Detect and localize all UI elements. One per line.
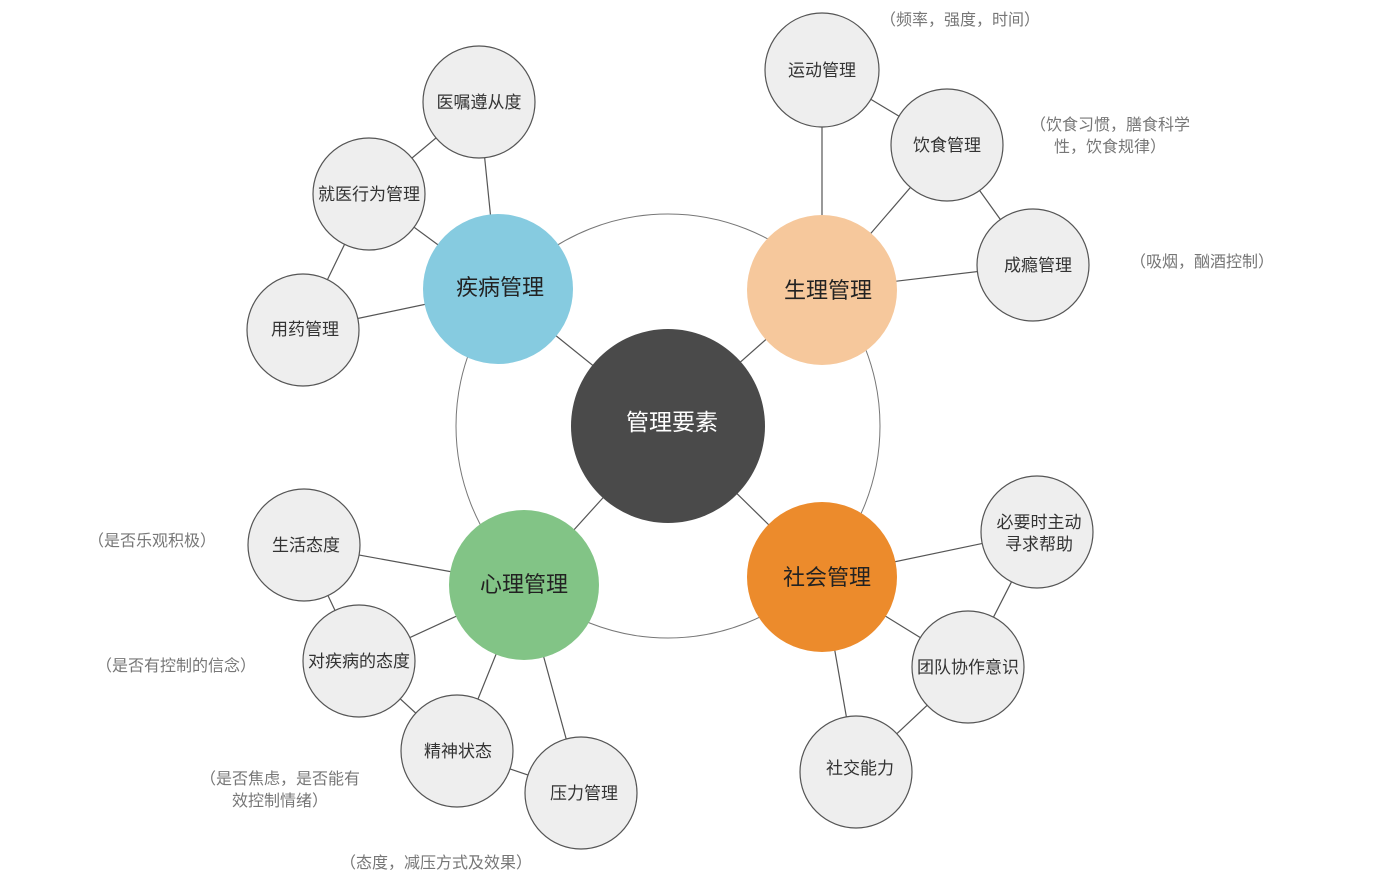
svg-text:社会管理: 社会管理: [783, 566, 871, 591]
svg-text:生活态度: 生活态度: [272, 536, 340, 556]
leaf-teamwork: 团队协作意识: [911, 610, 1025, 724]
leaf-medication: 用药管理: [246, 273, 360, 387]
category-physiological-circle: [747, 215, 897, 365]
note-diet: （饮食习惯，膳食科学 性，饮食规律）: [1030, 114, 1190, 158]
svg-text:心理管理: 心理管理: [480, 573, 568, 598]
leaf-mental-state: 精神状态: [400, 694, 514, 808]
note-addiction: （吸烟，酗酒控制）: [1130, 252, 1275, 271]
svg-text:寻求帮助: 寻求帮助: [1005, 535, 1073, 555]
note-mental-line-1: （是否焦虑，是否能有: [200, 769, 361, 788]
category-physiological: 生理管理: [747, 215, 897, 365]
svg-text:对疾病的态度: 对疾病的态度: [308, 652, 410, 672]
svg-text:饮食管理: 饮食管理: [913, 136, 981, 156]
svg-text:用药管理: 用药管理: [271, 320, 339, 340]
note-mental-state: （是否焦虑，是否能有 效控制情绪）: [200, 768, 360, 812]
svg-text:团队协作意识: 团队协作意识: [917, 658, 1019, 678]
leaf-diet: 饮食管理: [890, 88, 1004, 202]
leaf-seek-help: 必要时主动 寻求帮助: [980, 475, 1094, 589]
leaf-disease-attitude: 对疾病的态度: [302, 604, 416, 718]
leaf-social-skill: 社交能力: [799, 715, 913, 829]
note-mental-line-2: 效控制情绪）: [232, 791, 329, 810]
leaf-addiction: 成瘾管理: [976, 208, 1090, 322]
svg-text:运动管理: 运动管理: [788, 61, 856, 81]
note-exercise: （频率，强度，时间）: [880, 10, 1041, 29]
note-diet-line-1: （饮食习惯，膳食科学: [1030, 115, 1191, 134]
leaf-medical-compliance: 医嘱遵从度: [422, 45, 536, 159]
note-stress: （态度，减压方式及效果）: [340, 853, 533, 872]
leaf-medical-behavior: 就医行为管理: [312, 137, 426, 251]
svg-text:管理要素: 管理要素: [626, 410, 718, 436]
svg-text:必要时主动: 必要时主动: [997, 513, 1082, 533]
svg-text:医嘱遵从度: 医嘱遵从度: [437, 93, 522, 113]
svg-text:疾病管理: 疾病管理: [456, 276, 544, 301]
category-social-circle: [747, 502, 897, 652]
svg-text:压力管理: 压力管理: [550, 784, 618, 804]
svg-text:成瘾管理: 成瘾管理: [1004, 256, 1072, 276]
category-disease-circle: [423, 214, 573, 364]
leaf-exercise: 运动管理: [764, 12, 880, 128]
leaf-stress: 压力管理: [524, 736, 638, 850]
category-disease: 疾病管理: [423, 214, 573, 364]
svg-text:就医行为管理: 就医行为管理: [318, 185, 420, 205]
note-disease-attitude: （是否有控制的信念）: [96, 656, 257, 675]
svg-text:社交能力: 社交能力: [826, 759, 894, 779]
center-node: 管理要素: [571, 329, 765, 523]
svg-text:生理管理: 生理管理: [784, 279, 872, 304]
category-psychological-circle: [449, 510, 599, 660]
note-diet-line-2: 性，饮食规律）: [1054, 137, 1167, 156]
leaf-life-attitude: 生活态度: [247, 488, 361, 602]
center-circle: [571, 329, 765, 523]
category-social: 社会管理: [747, 502, 897, 652]
category-psychological: 心理管理: [449, 510, 599, 660]
svg-text:精神状态: 精神状态: [424, 742, 492, 762]
note-life-attitude: （是否乐观积极）: [88, 531, 217, 550]
connection-ring: [455, 213, 881, 639]
